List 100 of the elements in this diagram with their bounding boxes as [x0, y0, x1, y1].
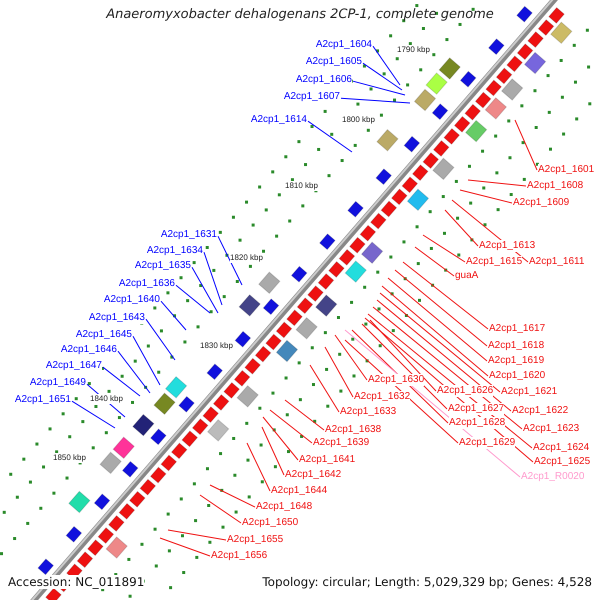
leader-line	[372, 46, 400, 86]
leader-line	[352, 330, 448, 424]
position-label: 1810 kbp	[285, 181, 318, 191]
gene-label: A2cp1_1623	[523, 423, 580, 435]
leader-line	[362, 324, 448, 410]
gene-label: A2cp1_1606	[296, 74, 352, 86]
leader-line	[324, 346, 354, 398]
gene-label: A2cp1_1611	[529, 256, 584, 268]
gene-label: A2cp1_1615	[466, 256, 522, 268]
gene-label: A2cp1_1618	[488, 340, 544, 352]
leader-line	[414, 246, 454, 276]
leader-line	[370, 320, 436, 392]
leader-line	[102, 366, 140, 396]
gene-label: A2cp1_1639	[313, 437, 370, 449]
leader-line	[380, 292, 500, 392]
leader-line	[270, 410, 312, 444]
gene-label: A2cp1_1617	[489, 323, 546, 335]
gene-label: A2cp1_1644	[271, 485, 328, 497]
gene-label: A2cp1_1631	[160, 229, 217, 241]
leader-line	[422, 234, 466, 262]
gene-label: A2cp1_1633	[340, 406, 396, 418]
gene-label: A2cp1_1648	[256, 501, 312, 513]
gene-label: A2cp1_1613	[479, 240, 536, 252]
gene-label: A2cp1_1642	[285, 469, 342, 481]
leader-line	[146, 318, 176, 360]
position-label: 1830 kbp	[200, 341, 233, 351]
gene-label: A2cp1_1629	[459, 437, 516, 449]
leader-line	[160, 300, 186, 330]
gene-label: A2cp1_1638	[325, 424, 382, 436]
gene-label: A2cp1_1640	[104, 294, 160, 306]
footer-note: Topology: circular; Length: 5,029,329 bp; Genes: 4,528	[262, 575, 592, 589]
leader-line	[444, 210, 478, 246]
gene-label: A2cp1_1620	[489, 370, 546, 382]
gene-label: A2cp1_1608	[527, 180, 584, 192]
position-label: 1800 kbp	[342, 115, 375, 125]
gene-label: A2cp1_1636	[118, 278, 175, 290]
leader-line	[352, 80, 406, 96]
leader-line	[460, 190, 512, 204]
leader-line	[334, 334, 368, 380]
leader-line	[340, 98, 410, 104]
gene-label: A2cp1_1624	[533, 442, 590, 454]
leader-line	[132, 336, 160, 386]
gene-label: A2cp1_1643	[88, 312, 145, 324]
leader-line	[468, 180, 526, 186]
leader-line	[176, 284, 210, 314]
gene-label: A2cp1_1622	[512, 405, 568, 417]
leader-line	[200, 494, 242, 524]
leader-line	[210, 484, 256, 508]
gene-label: A2cp1_1609	[513, 197, 570, 209]
leader-line	[72, 400, 116, 428]
gene-label: A2cp1_1635	[134, 260, 191, 272]
gene-label: A2cp1_1604	[316, 39, 372, 51]
leader-line	[262, 416, 298, 460]
gene-label: A2cp1_1655	[227, 534, 284, 546]
gene-label: guaA	[455, 270, 478, 282]
position-label: 1790 kbp	[397, 45, 430, 55]
gene-label: A2cp1_1607	[284, 91, 340, 103]
genome-title: Anaeromyxobacter dehalogenans 2CP-1, complete genome	[104, 7, 495, 22]
gene-label: A2cp1_1627	[448, 403, 504, 415]
leader-line	[168, 530, 226, 540]
gene-label: A2cp1_1605	[306, 56, 362, 68]
gene-label: A2cp1_1625	[534, 456, 590, 468]
leader-line	[402, 262, 488, 330]
leader-line	[310, 364, 340, 412]
gene-label: A2cp1_1632	[354, 391, 410, 403]
gene-label: A2cp1_1628	[449, 417, 506, 429]
gene-label: A2cp1_1651	[14, 394, 71, 406]
gene-label: A2cp1_1621	[501, 386, 558, 398]
leader-line	[218, 236, 242, 286]
gene-label: A2cp1_1614	[250, 114, 307, 126]
leader-line	[376, 300, 512, 412]
leader-line	[246, 442, 270, 492]
gene-label: A2cp1_1647	[46, 360, 102, 372]
gene-label: A2cp1_R0020	[521, 471, 584, 483]
leader-line	[388, 278, 488, 362]
leader-line	[394, 270, 488, 346]
gene-label: A2cp1_1626	[437, 385, 494, 397]
gene-label: A2cp1_1650	[242, 517, 298, 529]
gene-label: A2cp1_1656	[211, 550, 268, 562]
leader-line	[284, 400, 324, 430]
leader-line	[262, 426, 284, 476]
leader-line	[514, 120, 538, 170]
position-label: 1840 kbp	[90, 394, 123, 404]
gene-label: A2cp1_1634	[146, 245, 203, 257]
gene-label: A2cp1_1645	[76, 329, 132, 341]
gene-label: A2cp1_1601	[538, 164, 594, 176]
gene-label: A2cp1_1649	[30, 377, 86, 389]
position-label: 1820 kbp	[230, 253, 263, 263]
gene-label: A2cp1_1641	[299, 454, 356, 466]
leader-line	[192, 266, 218, 314]
gene-label: A2cp1_1630	[368, 374, 424, 386]
leader-line	[308, 120, 352, 152]
leader-line	[204, 252, 222, 306]
gene-label: A2cp1_1619	[488, 355, 544, 367]
leader-line	[160, 538, 210, 556]
position-label: 1850 kbp	[53, 453, 86, 463]
leader-line	[382, 286, 488, 376]
leader-line	[118, 350, 150, 394]
gene-label: A2cp1_1646	[60, 344, 117, 356]
footer-note: Accession: NC_011891	[8, 575, 144, 589]
